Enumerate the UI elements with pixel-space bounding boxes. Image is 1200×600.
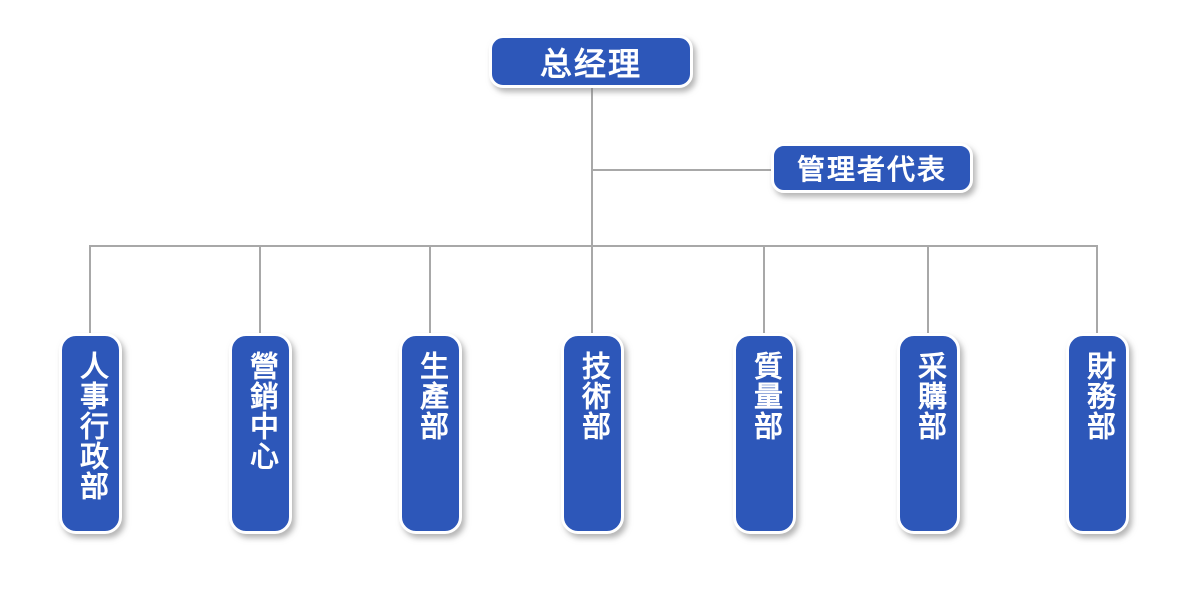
node-dept-quality: 質量部 bbox=[733, 333, 796, 534]
connector-drop bbox=[429, 245, 431, 334]
node-dept-technology: 技術部 bbox=[561, 333, 624, 534]
node-general-manager: 总经理 bbox=[489, 35, 693, 88]
connector-drop bbox=[927, 245, 929, 334]
node-dept-finance: 財務部 bbox=[1066, 333, 1129, 534]
node-dept-production: 生產部 bbox=[399, 333, 462, 534]
connector-drop bbox=[89, 245, 91, 334]
connector-drop bbox=[259, 245, 261, 334]
node-dept-purchasing: 采購部 bbox=[897, 333, 960, 534]
node-management-representative: 管理者代表 bbox=[771, 143, 973, 193]
connector-drop bbox=[763, 245, 765, 334]
connector-drop bbox=[1096, 245, 1098, 334]
connector-rail bbox=[89, 245, 1098, 247]
connector-branch bbox=[592, 169, 772, 171]
node-dept-hr-admin: 人事行政部 bbox=[59, 333, 122, 534]
connector-stem bbox=[591, 87, 593, 247]
connector-drop bbox=[591, 245, 593, 334]
node-dept-marketing-center: 營銷中心 bbox=[229, 333, 292, 534]
